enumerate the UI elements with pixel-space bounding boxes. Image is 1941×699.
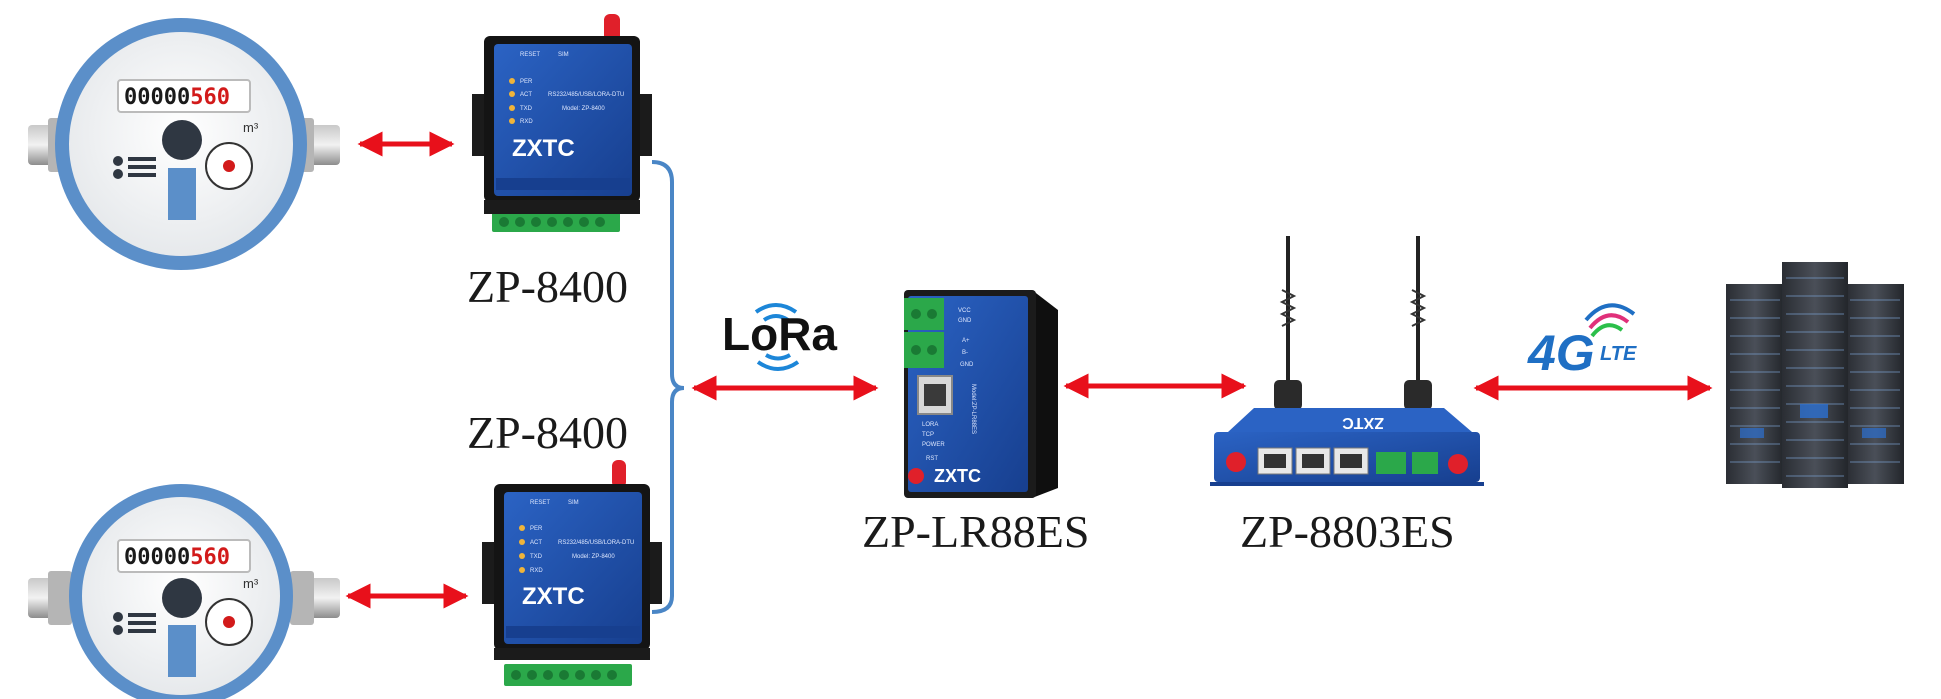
meter-logo-icon (113, 156, 156, 179)
pin-label: VCC (958, 308, 971, 314)
water-meter-top: 00000560 m³ (28, 18, 340, 270)
antenna-connector-icon (1226, 452, 1246, 472)
dtu-device-top: RESET SIM PER ACT TXD RXD RS232/485/USB/… (472, 14, 652, 232)
meter-unit: m³ (243, 576, 259, 591)
label-gateway: ZP-LR88ES (862, 506, 1089, 557)
pin-label: GND (960, 362, 974, 368)
lte-small-text: LTE (1600, 343, 1637, 365)
label-dtu-top: ZP-8400 (467, 261, 628, 312)
led-panel: PER ACT TXD RXD (519, 525, 543, 574)
gateway-brand: ZXTC (934, 466, 981, 486)
signal-arc-icon (1590, 323, 1624, 338)
server-tower-icon (1726, 284, 1784, 484)
rst-label: RST (926, 456, 938, 462)
led-label: POWER (922, 442, 945, 448)
led-label: RXD (530, 568, 543, 574)
server-tower-icon (1782, 262, 1848, 488)
dtu-device-bottom: RESET SIM PER ACT TXD RXD RS232/485/USB/… (482, 460, 662, 686)
meter-reading-black: 00000 (124, 85, 190, 110)
meter-window-icon (168, 625, 196, 677)
header-sim: SIM (568, 500, 579, 506)
router-device: ZXTC (1210, 236, 1484, 486)
dtu-desc: RS232/485/USB/LORA-DTU (558, 540, 634, 546)
signal-arc-icon (1588, 313, 1630, 330)
meter-dial-icon (162, 120, 202, 160)
meter-unit: m³ (243, 120, 259, 135)
pin-label: GND (958, 318, 972, 324)
led-label: ACT (530, 540, 542, 546)
pin-label: B- (962, 350, 968, 356)
header-reset: RESET (520, 52, 540, 58)
label-dtu-bottom: ZP-8400 (467, 407, 628, 458)
server-rack-icon (1726, 262, 1904, 488)
dtu-face (504, 492, 642, 644)
led-label: TXD (520, 106, 533, 112)
dtu-model: Model: ZP-8400 (572, 554, 615, 560)
lora-wave-icon (756, 360, 800, 371)
led-label: ACT (520, 92, 532, 98)
meter-reading-black: 00000 (124, 545, 190, 570)
antenna-icon (612, 460, 626, 488)
led-label: LORA (922, 422, 938, 428)
router-terminal-icon (1376, 452, 1406, 474)
dtu-brand: ZXTC (522, 583, 585, 610)
led-label: PER (520, 79, 533, 85)
meter-window-icon (168, 168, 196, 220)
gateway-model: Model:ZP-LR88ES (970, 384, 976, 434)
meter-logo-icon (113, 612, 156, 635)
led-label: TXD (530, 554, 543, 560)
dtu-model: Model: ZP-8400 (562, 106, 605, 112)
antenna-icon (604, 14, 620, 42)
arrows (345, 131, 1713, 609)
pin-label: A+ (962, 338, 970, 344)
lora-logo: LoRa (722, 303, 837, 371)
water-meter-bottom: 00000560 m³ (28, 484, 340, 699)
lora-text: LoRa (722, 308, 837, 360)
header-sim: SIM (558, 52, 569, 58)
antenna-connector-icon (908, 468, 924, 484)
server-tower-icon (1846, 284, 1904, 484)
meter-reading-red: 560 (190, 85, 230, 110)
meter-dial-icon (162, 578, 202, 618)
lte-logo: 4G LTE (1527, 303, 1637, 381)
led-label: TCP (922, 432, 934, 438)
bracket-connector (651, 160, 685, 614)
terminal-block-icon (492, 212, 620, 232)
router-terminal-icon (1412, 452, 1438, 474)
led-label: PER (530, 526, 543, 532)
green-terminal-icon (904, 298, 944, 368)
label-router: ZP-8803ES (1240, 506, 1455, 557)
lte-4g-text: 4G (1527, 325, 1595, 381)
led-panel: PER ACT TXD RXD (509, 78, 533, 125)
antenna-connector-icon (1448, 454, 1468, 474)
dtu-brand: ZXTC (512, 135, 575, 162)
led-label: RXD (520, 119, 533, 125)
svg-text:00000560: 00000560 (124, 545, 230, 570)
router-brand: ZXTC (1342, 414, 1384, 431)
router-ethernet-ports (1257, 447, 1369, 475)
header-reset: RESET (530, 500, 550, 506)
lora-gateway-device: VCC GND A+ B- GND LORA TCP POWER RST Mod… (904, 290, 1058, 498)
svg-text:00000560: 00000560 (124, 85, 230, 110)
lora-wave-icon (754, 303, 798, 314)
dtu-desc: RS232/485/USB/LORA-DTU (548, 92, 624, 98)
meter-reading-red: 560 (190, 545, 230, 570)
dtu-face (494, 44, 632, 196)
terminal-block-icon (504, 664, 632, 686)
signal-arc-icon (1584, 303, 1636, 322)
